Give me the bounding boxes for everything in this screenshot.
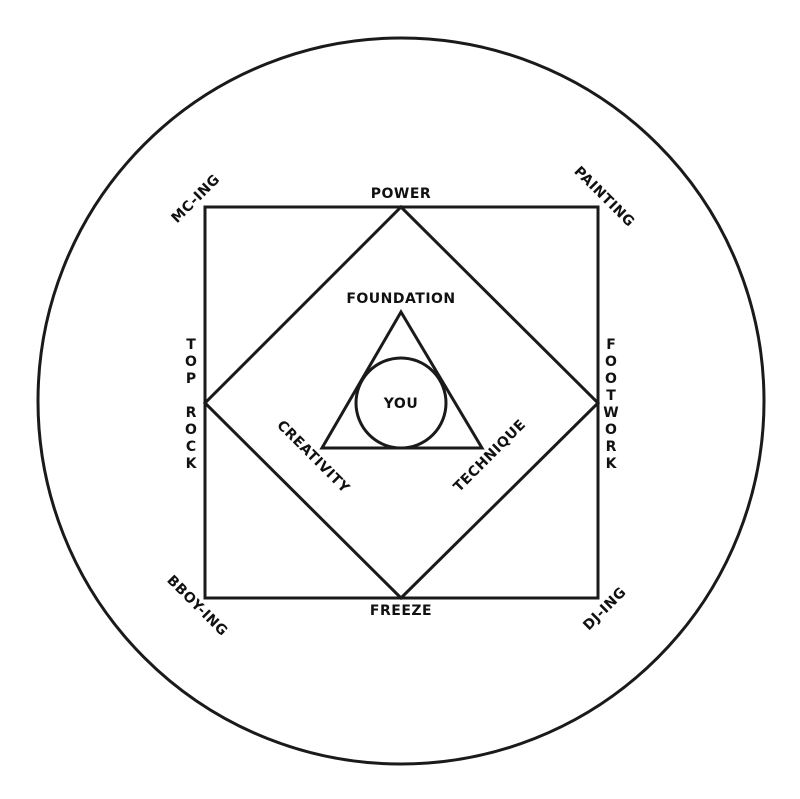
label-freeze: FREEZE [370,603,432,619]
label-dj-ing: DJ-ING [580,584,630,634]
inner-circle [354,356,448,450]
label-mc-ing: MC-ING [169,172,224,227]
label-foundation: FOUNDATION [346,291,455,307]
triangle [319,309,485,450]
label-bboy-ing: BBOY-ING [163,572,230,639]
label-top-rock: TOP ROCK [183,337,199,473]
outer-circle [36,36,766,766]
label-painting: PAINTING [571,164,638,231]
diamond [202,204,601,601]
label-you: YOU [383,396,418,412]
label-power: POWER [371,186,431,202]
label-footwork: FOOTWORK [603,337,619,473]
